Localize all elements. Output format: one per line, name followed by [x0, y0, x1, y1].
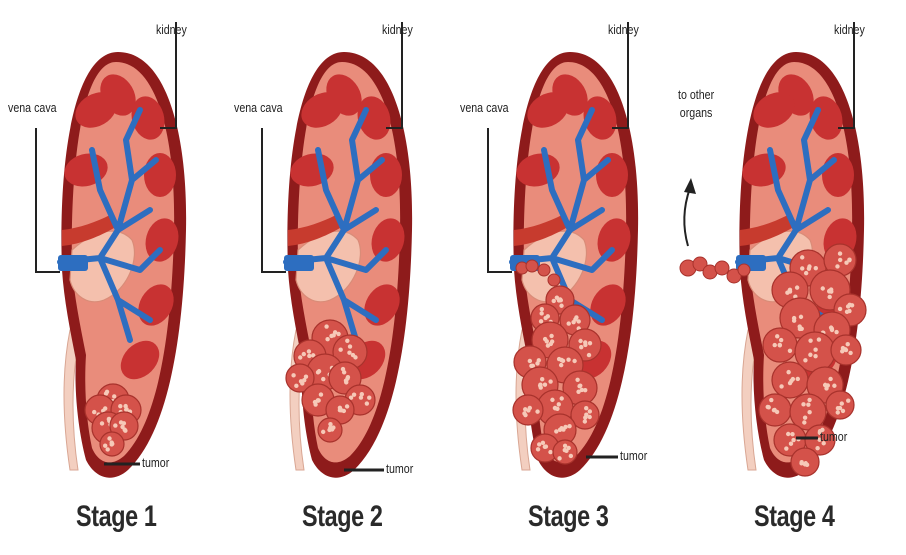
vena-cava-leader: [487, 128, 512, 273]
medulla-pyramid: [75, 92, 117, 128]
tumor-lobe: [317, 417, 343, 443]
metastasis-cluster: [692, 256, 708, 272]
tumor-lobe: [758, 393, 792, 427]
kidney-illustration: [487, 22, 639, 478]
metastasis-cluster: [714, 260, 730, 276]
medulla-pyramid: [145, 218, 179, 262]
medulla-pyramid: [371, 218, 405, 262]
medulla-pyramid: [120, 340, 160, 380]
medulla-pyramid: [753, 92, 795, 128]
ureter: [63, 329, 81, 471]
tumor-lobe: [512, 394, 544, 426]
tumor-lobe: [99, 431, 125, 457]
medulla-pyramid: [596, 153, 628, 197]
tumor-label: tumor: [820, 429, 848, 444]
tumor-lobe: [823, 243, 857, 277]
vena-cava: [58, 255, 88, 271]
vena-cava-leader: [261, 128, 286, 273]
kidney-label: kidney: [156, 22, 187, 37]
vein-network: [283, 107, 389, 343]
tumor-label: tumor: [386, 461, 414, 476]
vena-cava: [284, 255, 314, 271]
tumor-in-vein: [547, 273, 561, 287]
tumor-lobe: [552, 439, 578, 465]
tumor-in-vein: [537, 263, 551, 277]
medulla-pyramid: [301, 92, 343, 128]
stage-title: Stage 1: [76, 500, 157, 533]
medulla-pyramid: [370, 153, 402, 197]
kidney-label: kidney: [608, 22, 639, 37]
vessel-label: vena cava: [234, 100, 283, 115]
vessel-label: vena cava: [460, 100, 509, 115]
kidney-leader: [612, 22, 629, 129]
tumor-lobe: [762, 327, 798, 363]
kidney-illustration: [261, 22, 413, 478]
spread-arrow: [683, 187, 691, 247]
renal-artery: [288, 215, 340, 246]
metastasis-cluster: [726, 268, 742, 284]
arrow-head-icon: [684, 178, 696, 194]
medulla-pyramid: [527, 92, 569, 128]
ureter: [741, 329, 759, 471]
tumor-lobe: [830, 334, 862, 366]
tumor-in-vein: [525, 259, 539, 273]
tumor-lobe: [562, 370, 598, 406]
renal-artery: [740, 215, 792, 246]
medulla-pyramid: [144, 153, 176, 197]
tumor-lobe: [285, 363, 315, 393]
renal-artery: [514, 215, 566, 246]
medulla-pyramid: [822, 153, 854, 197]
tumor-lobe: [771, 361, 809, 399]
tumor-label: tumor: [620, 448, 648, 463]
renal-artery: [62, 215, 114, 246]
kidney-label: kidney: [834, 22, 865, 37]
kidney-illustration: [35, 22, 187, 478]
tumor-lobe: [790, 447, 820, 477]
kidney-label: kidney: [382, 22, 413, 37]
tumor-lobe: [570, 400, 600, 430]
kidney-leader: [386, 22, 403, 129]
metastasis-cluster: [737, 263, 751, 277]
kidney-leader: [838, 22, 855, 129]
stage-title: Stage 2: [302, 500, 383, 533]
medulla-pyramid: [597, 218, 631, 262]
tumor-lobe: [328, 361, 362, 395]
stage-title: Stage 3: [528, 500, 609, 533]
stage-title: Stage 4: [754, 500, 835, 533]
tumor-lobe: [825, 390, 855, 420]
vein-network: [57, 107, 163, 343]
vessel-label: to other organs: [678, 87, 715, 120]
kidney-leader: [160, 22, 177, 129]
kidney-illustration: [679, 22, 867, 478]
vessel-label: vena cava: [8, 100, 57, 115]
tumor-lobe: [789, 393, 827, 431]
tumor-label: tumor: [142, 455, 170, 470]
vena-cava-leader: [35, 128, 60, 273]
tumor-lobe: [804, 424, 836, 456]
